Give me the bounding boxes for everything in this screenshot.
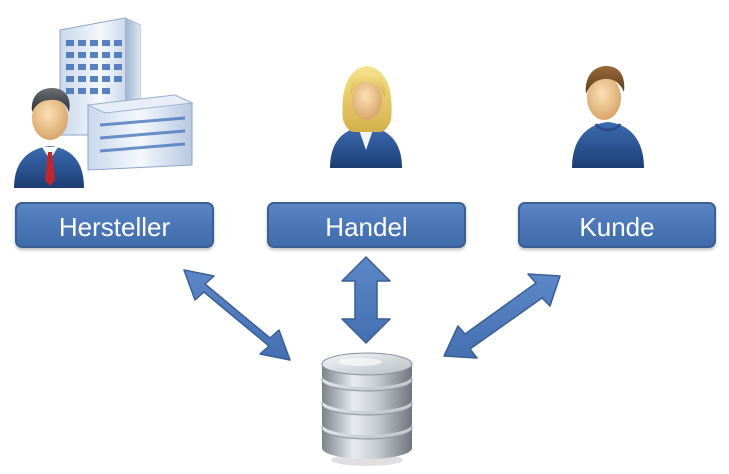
database-icon (321, 352, 413, 466)
handel-label: Handel (267, 202, 466, 248)
arrow-hersteller-database (183, 269, 291, 361)
businessman-icon (14, 88, 84, 188)
arrow-handel-database (341, 256, 391, 344)
manufacturer-building-icon (14, 17, 194, 188)
hersteller-label: Hersteller (15, 202, 214, 248)
arrow-kunde-database (443, 273, 561, 359)
kunde-label: Kunde (518, 202, 716, 248)
customer-man-icon (572, 66, 644, 168)
retailer-woman-icon (330, 66, 402, 168)
